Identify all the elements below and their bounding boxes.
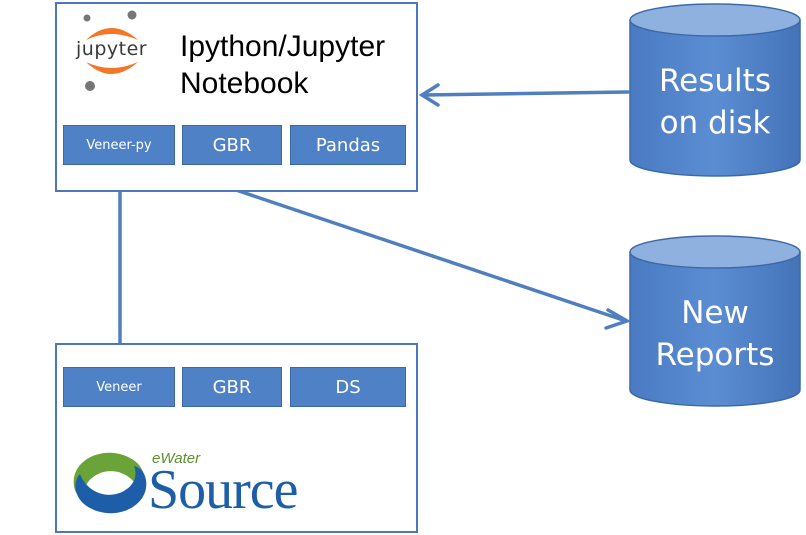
- ewater-source-logo: eWater Source: [64, 440, 314, 526]
- component-veneer: Veneer: [63, 367, 175, 407]
- component-pandas: Pandas: [290, 125, 406, 165]
- results-on-disk-label: Results on disk: [659, 63, 771, 141]
- notebook-title: Ipython/Jupyter Notebook: [180, 30, 386, 100]
- component-ds: DS: [290, 367, 406, 407]
- jupyter-logo: jupyter: [74, 10, 164, 92]
- arrow-notebook-to-reports: [234, 188, 632, 330]
- results-on-disk-cylinder: [629, 3, 801, 177]
- arrow-veneer-bidirectional: [108, 162, 132, 370]
- component-gbr-notebook: GBR: [182, 125, 282, 165]
- component-gbr-source: GBR: [182, 367, 282, 407]
- jupyter-logo-icon: [83, 10, 138, 91]
- source-swirl-icon: [73, 452, 147, 514]
- new-reports-cylinder: [629, 235, 801, 407]
- component-veneer-py: Veneer-py: [63, 125, 175, 165]
- jupyter-logo-text: jupyter: [76, 38, 148, 60]
- source-logo-small-text: eWater: [152, 450, 201, 467]
- arrow-results-to-notebook: [418, 83, 630, 107]
- new-reports-label: New Reports: [655, 295, 775, 373]
- source-logo-big-text: Source: [148, 459, 299, 521]
